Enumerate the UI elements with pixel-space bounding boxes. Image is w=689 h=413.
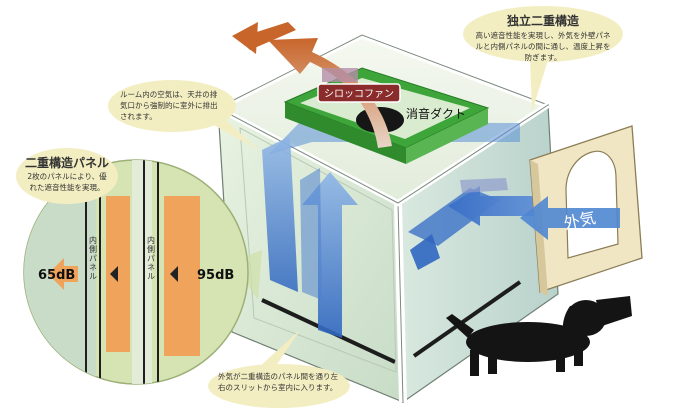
outer-panel-orange: [164, 196, 200, 356]
structure-callout: 独立二重構造 高い遮音性能を実現し、外気を外壁パネルと内側パネルの間に通し、温度…: [463, 6, 623, 62]
panel-text: 2枚のパネルにより、優れた遮音性能を実現。: [27, 172, 107, 192]
structure-text: 高い遮音性能を実現し、外気を外壁パネルと内側パネルの間に通し、温度上昇を防ぎます…: [475, 31, 611, 62]
slit-text: 外気が二重構造のパネル間を通り左右のスリットから室内に入ります。: [218, 372, 338, 392]
sirocco-fan-label: シロッコファン: [324, 89, 394, 100]
panel-callout: 二重構造パネル 2枚のパネルにより、優れた遮音性能を実現。: [16, 148, 118, 204]
room-air-text: ルーム内の空気は、天井の排気口から強制的に室外に排出されます。: [120, 90, 218, 121]
rising-air-arrow: [302, 172, 358, 338]
arrow-left-icon: [170, 266, 178, 282]
arrow-left-icon: [110, 266, 118, 282]
silencer-duct-label: 消音ダクト: [406, 106, 466, 121]
panel-title: 二重構造パネル: [24, 156, 109, 170]
outer-door-panel: 外気: [520, 125, 643, 296]
db-inside-value: 65dB: [38, 268, 75, 283]
right-slit: [412, 280, 522, 358]
exhaust-arrow: [232, 22, 392, 148]
silencer-duct: [283, 67, 490, 164]
slit-callout: 外気が二重構造のパネル間を通り左右のスリットから室内に入ります。: [208, 364, 350, 408]
inner-panel-label-1: 内側パネル: [89, 235, 98, 281]
room-air-callout: ルーム内の空気は、天井の排気口から強制的に室外に排出されます。: [108, 80, 236, 132]
structure-title: 独立二重構造: [506, 14, 579, 28]
db-arrow-icon: [48, 258, 78, 290]
inner-panel-label-2: 内側パネル: [147, 235, 156, 281]
panel-detail-circle: 内側パネル 内側パネル 65dB 95dB: [23, 159, 262, 385]
dog-silhouette: [446, 296, 632, 376]
sirocco-fan-box: シロッコファン: [317, 68, 401, 103]
db-outside-value: 95dB: [197, 268, 234, 283]
